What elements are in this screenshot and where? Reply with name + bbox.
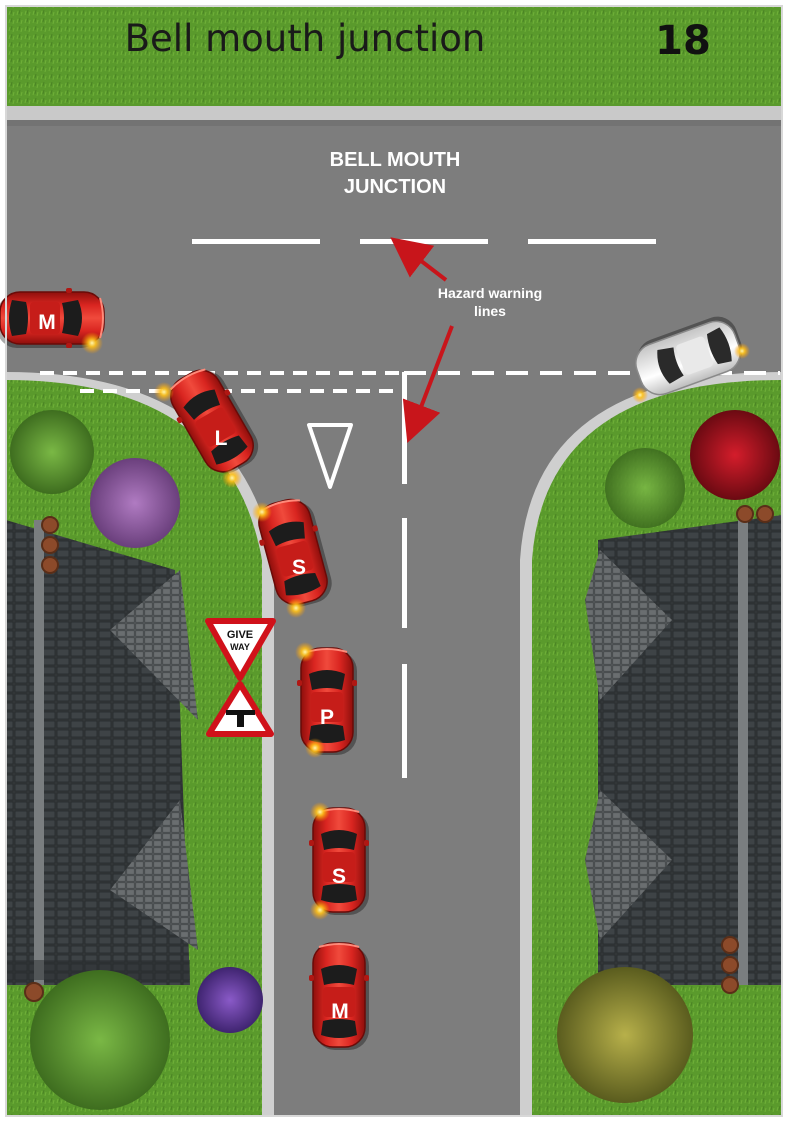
car-s-lower xyxy=(308,807,370,916)
car-m-lower xyxy=(308,942,370,1051)
car-p xyxy=(296,647,358,756)
t-junction-warning-sign xyxy=(206,681,274,737)
give-way-sign-line1: GIVE xyxy=(227,629,253,641)
hazard-warning-lines xyxy=(192,239,656,244)
road-label-line2: JUNCTION xyxy=(344,176,446,198)
side-road xyxy=(6,366,782,1116)
left-houses xyxy=(6,516,198,1002)
side-road-centre-line xyxy=(402,372,407,778)
bushes xyxy=(10,410,780,1110)
give-way-triangle-marking xyxy=(307,423,353,489)
right-houses xyxy=(585,505,782,994)
cars xyxy=(0,287,750,1051)
car-label: P xyxy=(320,706,334,729)
car-label: L xyxy=(215,427,228,450)
give-way-sign-line2: WAY xyxy=(230,642,250,652)
top-kerb xyxy=(6,106,782,120)
annotation-line2: lines xyxy=(474,303,506,319)
car-label: M xyxy=(38,311,56,334)
annotation-line1: Hazard warning xyxy=(438,285,542,301)
give-way-sign: GIVE WAY xyxy=(205,618,276,681)
car-labels: M L S P S M xyxy=(38,311,349,1023)
page-number: 18 xyxy=(655,18,711,64)
car-label: S xyxy=(292,556,306,579)
page-frame xyxy=(5,5,783,1117)
annotation-arrows xyxy=(390,237,454,443)
car-label: S xyxy=(332,865,346,888)
indicator-glow xyxy=(81,332,103,354)
car-label: M xyxy=(331,1000,349,1023)
road-label-line1: BELL MOUTH xyxy=(330,149,461,171)
page-title: Bell mouth junction xyxy=(125,17,486,60)
